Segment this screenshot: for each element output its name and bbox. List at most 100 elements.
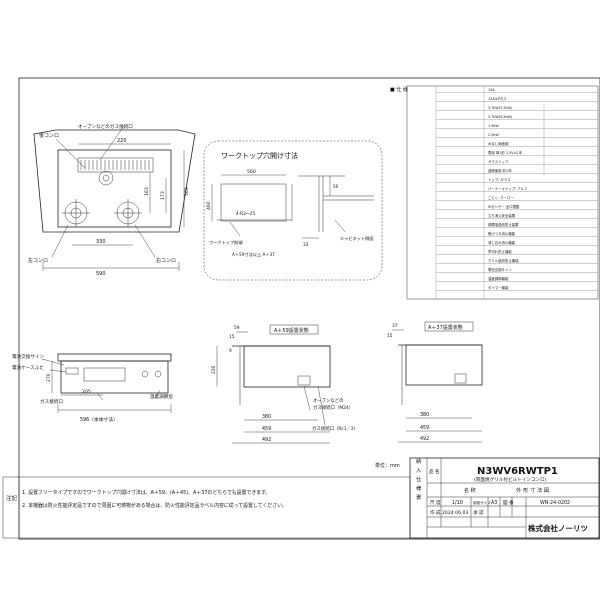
a59-title: A＋59設置状態 (274, 327, 309, 334)
right-burner (114, 199, 142, 227)
note-line-2: 2. 本機器は防火性能評定品ですので周囲に可燃物がある場合は、防火性能評定品ラベ… (22, 502, 287, 509)
date-label: 作 成 (430, 509, 441, 516)
a37-dim-15: 15 (387, 333, 393, 339)
a59-body (243, 345, 331, 388)
model-subtitle: (両面焼グリル付ビルトインコンロ) (474, 476, 547, 483)
temp-window-label: 温度調節窓 (150, 393, 173, 400)
a59-oven-gas-label: オーブンなどの (313, 397, 343, 404)
side-view-a59: A＋59設置状態 59 15 9 220 380 459 492 オーブンなどの… (211, 324, 358, 444)
cutout-title: ワークトップ穴開け寸法 (221, 151, 298, 160)
cutout-hole (220, 183, 287, 222)
vent-label: オーブンなどのガス接続口 (78, 123, 133, 130)
spec-row-text: 1.5kW (488, 124, 499, 128)
cutout-cab-note: キャビネット側面 (340, 235, 374, 242)
spec-row-text: 温度調節機能 (488, 276, 509, 281)
spec-row-text: 早切れ防止機能 (488, 249, 512, 254)
dwg-no-label: 図 番 (503, 499, 514, 506)
dim-163: 163 (144, 187, 150, 196)
spec-row-text: Siセンサー 全口搭載 (488, 204, 520, 209)
battery-case-label: 電池ケースふた (12, 364, 44, 371)
gas-label: ガス接続口 (40, 398, 63, 405)
a37-title: A＋37設置状態 (428, 324, 463, 331)
spec-row-text: 消し忘れ消火機能 (488, 240, 516, 245)
title-block: 納入仕様書 品 名 N3WV6RWTP1 (両面焼グリル付ビルトインコンロ) 名… (409, 457, 600, 539)
right-burner-label: 右コンロ (156, 257, 176, 264)
spec-row-text: 調理油過熱防止装置 (488, 222, 519, 227)
side-view-a37: A＋37設置状態 37 15 380 459 492 (387, 321, 483, 443)
cutout-dim-33: 33 (303, 242, 309, 247)
knob-right (154, 370, 162, 378)
a59-dim-59: 59 (234, 325, 240, 331)
spec-row-text: 12A/LPガス (488, 96, 507, 101)
cutout-frame (203, 140, 383, 281)
cutout-dim-560: 560 (247, 169, 256, 175)
a59-gas-inlet-label: ガス接続口（Rc1／2） (312, 425, 358, 432)
spec-row-text: 3.7kW(3.2kW) (488, 106, 513, 110)
spec-table: ■ 仕 様 13A 12A/LPガス 3.7kW(3.2kW) 3.7kW(3.2kW… (390, 85, 599, 300)
battery-case (65, 367, 79, 375)
spec-row-text: タイマー機能 (488, 285, 509, 290)
spec-heading: ■ 仕 様 (390, 86, 408, 93)
spec-row-text: 2.5kW (488, 133, 499, 137)
knob-left (141, 370, 149, 378)
a59-title-box (269, 324, 319, 335)
spec-row-text: 立ち消え安全装置 (488, 213, 516, 218)
cutout-hole-note: 4-R3～25 (236, 211, 256, 216)
cutout-dim-50: 50 (333, 184, 339, 189)
cutout-dim-460: 460 (206, 201, 212, 210)
a59-dim-492: 492 (262, 437, 271, 443)
dim-330: 330 (96, 239, 106, 245)
dim-509: 509 (184, 187, 190, 196)
rear-vent (77, 157, 154, 173)
a37-dim-37: 37 (392, 323, 398, 329)
spec-row-text: 3.7kW(3.2kW) (488, 115, 513, 119)
note-line-1: 1. 設置フリータイプですのでワークトップ穴開け寸法は、A＋59、(A＋45)、… (22, 489, 270, 496)
product-label: 品 名 (429, 468, 440, 475)
dim-173: 173 (160, 191, 166, 200)
dim-270: 270 (46, 373, 52, 382)
spec-row-text: 電池交換サイン (488, 267, 512, 272)
approve-label: 承 認 (473, 509, 484, 516)
a37-dim-459: 459 (420, 425, 429, 431)
spec-side-label: 納入仕様書 (416, 457, 422, 501)
spec-row-text: バーナーキャップ: アルミ (488, 186, 527, 191)
scale-value: 1/10 (452, 500, 463, 506)
unit-label: 単位：mm (375, 462, 400, 469)
dim-596: 596（本体寸法） (80, 416, 118, 423)
spec-row-text: トップ: ガラス (488, 177, 511, 182)
a59-oven-gas-label2: ガス接続口（M24） (313, 404, 353, 411)
spec-row-text: 13A (488, 88, 495, 92)
spec-row-text: 連続使用 約1年 (488, 168, 512, 173)
spec-row-text: 電池 単1形 1.5V×2本 (488, 150, 523, 155)
notes-label: 注記 (6, 494, 18, 502)
drawing-label: 名 称 (464, 487, 476, 494)
drawing-border (18, 77, 600, 540)
spec-row-text: 焦げつき消火機能 (488, 231, 516, 236)
size-label: 用紙サイズ (473, 500, 491, 505)
rear-burner (98, 170, 114, 186)
a59-dim-459: 459 (262, 426, 271, 432)
cooktop-outline (33, 129, 196, 233)
a59-dim-15: 15 (229, 334, 235, 340)
size-value: A3 (491, 500, 497, 506)
spec-row-text: 水なし両面焼 (488, 141, 509, 146)
spec-row-text: グリル過熱防止機能 (488, 258, 519, 263)
spec-row-text: ガラストップ (488, 159, 509, 164)
notes-area: 注記 1. 設置フリータイプですのでワークトップ穴開け寸法は、A＋59、(A＋4… (2, 476, 411, 539)
drawing-name: 外 形 寸 法 図 (516, 486, 549, 494)
scale-label: 尺 度 (430, 499, 441, 506)
front-top-plate (57, 353, 172, 362)
a37-dim-492: 492 (420, 436, 429, 442)
front-view: 電池交換サイン 電池ケースふた ガス接続口 温度調節窓 205 270 596（… (12, 353, 173, 423)
left-burner (62, 199, 90, 227)
cutout-plate-note: ワークトップ前端 (209, 239, 243, 246)
a37-dim-380: 380 (420, 412, 429, 418)
dim-590: 590 (96, 271, 106, 277)
company-name: 株式会社ノーリツ (528, 523, 588, 533)
cutout-diagram: ワークトップ穴開け寸法 560 460 4-R3～25 ワークトップ前端 A＋5… (203, 140, 383, 281)
a59-dim-9: 9 (229, 348, 232, 354)
glass-top (57, 149, 172, 228)
date-value: 2024.06.03 (442, 510, 468, 516)
